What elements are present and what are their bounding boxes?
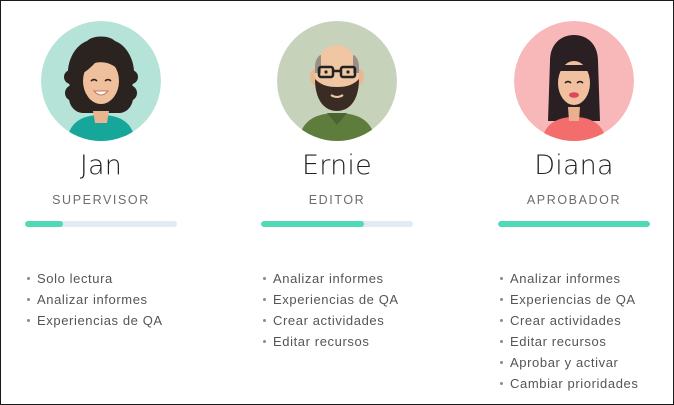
- bullet-icon: [500, 361, 503, 365]
- permission-list: Analizar informes Experiencias de QA Cre…: [263, 268, 399, 352]
- bullet-icon: [27, 298, 30, 302]
- permission-label: Aprobar y activar: [510, 355, 619, 370]
- bullet-icon: [263, 298, 266, 302]
- user-role: EDITOR: [308, 193, 366, 207]
- bullet-icon: [500, 298, 503, 302]
- permission-label: Analizar informes: [510, 271, 621, 286]
- permission-list: Solo lectura Analizar informes Experienc…: [27, 268, 163, 331]
- bullet-icon: [27, 319, 30, 323]
- permission-item: Editar recursos: [500, 331, 638, 352]
- bullet-icon: [263, 277, 266, 281]
- role-progress-bar: [261, 221, 413, 227]
- permission-label: Crear actividades: [273, 313, 385, 328]
- permission-item: Experiencias de QA: [27, 310, 163, 331]
- permission-label: Solo lectura: [37, 271, 113, 286]
- user-role: SUPERVISOR: [52, 193, 150, 207]
- permission-item: Experiencias de QA: [263, 289, 399, 310]
- permission-label: Crear actividades: [510, 313, 622, 328]
- permission-item: Editar recursos: [263, 331, 399, 352]
- permission-item: Crear actividades: [263, 310, 399, 331]
- woman-long-hair-avatar-icon: [514, 21, 634, 141]
- permission-label: Experiencias de QA: [273, 292, 399, 307]
- permission-item: Analizar informes: [263, 268, 399, 289]
- permission-label: Experiencias de QA: [37, 313, 163, 328]
- permission-label: Cambiar prioridades: [510, 376, 639, 391]
- permission-label: Analizar informes: [273, 271, 384, 286]
- bald-man-beard-glasses-avatar-icon: [277, 21, 397, 141]
- bullet-icon: [263, 340, 266, 344]
- bullet-icon: [500, 382, 503, 386]
- bullet-icon: [263, 319, 266, 323]
- role-progress-bar: [498, 221, 650, 227]
- permission-item: Solo lectura: [27, 268, 163, 289]
- user-name: Ernie: [302, 150, 372, 181]
- role-progress-bar: [25, 221, 177, 227]
- permission-label: Editar recursos: [510, 334, 607, 349]
- bullet-icon: [27, 277, 30, 281]
- permission-label: Editar recursos: [273, 334, 370, 349]
- permission-item: Aprobar y activar: [500, 352, 638, 373]
- user-name: Diana: [534, 150, 614, 181]
- role-progress-fill: [25, 221, 63, 227]
- permission-list: Analizar informes Experiencias de QA Cre…: [500, 268, 638, 394]
- user-name: Jan: [79, 150, 123, 181]
- permission-item: Analizar informes: [500, 268, 638, 289]
- permission-item: Cambiar prioridades: [500, 373, 638, 394]
- permission-item: Analizar informes: [27, 289, 163, 310]
- role-progress-fill: [261, 221, 365, 227]
- woman-curly-hair-avatar-icon: [41, 21, 161, 141]
- user-role: APROBADOR: [526, 193, 622, 207]
- permission-item: Experiencias de QA: [500, 289, 638, 310]
- bullet-icon: [500, 319, 503, 323]
- bullet-icon: [500, 340, 503, 344]
- permission-label: Analizar informes: [37, 292, 148, 307]
- permission-item: Crear actividades: [500, 310, 638, 331]
- permission-label: Experiencias de QA: [510, 292, 636, 307]
- role-progress-fill: [498, 221, 650, 227]
- bullet-icon: [500, 277, 503, 281]
